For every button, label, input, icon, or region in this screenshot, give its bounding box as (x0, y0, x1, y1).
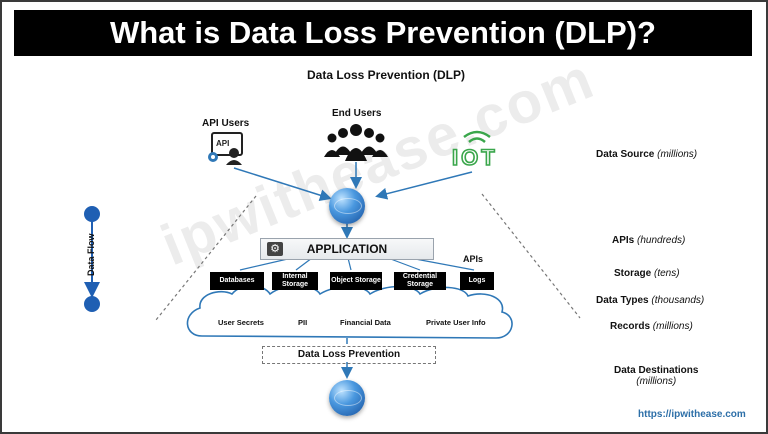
app-link-logs (409, 257, 475, 271)
end-users-icon (324, 124, 388, 161)
data-flow-start-dot (84, 206, 100, 222)
right-label-data-types: Data Types (thousands) (596, 295, 705, 306)
storage-credential: Credential Storage (394, 272, 446, 290)
gear-icon: ⚙ (267, 242, 283, 256)
data-type-user-secrets: User Secrets (218, 318, 264, 327)
storage-internal: Internal Storage (272, 272, 318, 290)
data-flow-label: Data Flow (86, 233, 96, 276)
data-type-pii: PII (298, 318, 308, 327)
data-type-private-info: Private User Info (426, 318, 486, 327)
application-label: APPLICATION (306, 242, 388, 256)
right-label-data-source: Data Source (millions) (596, 149, 698, 160)
right-label-apis: APIs (hundreds) (612, 235, 686, 246)
end-users-label: End Users (332, 108, 382, 119)
data-flow-end-dot (84, 296, 100, 312)
bottom-globe-icon (329, 380, 365, 416)
apis-label: APIs (463, 254, 484, 264)
api-users-label: API Users (202, 118, 250, 129)
right-label-storage: Storage (tens) (614, 268, 680, 279)
arrow-api-to-globe (233, 167, 332, 202)
dlp-box: Data Loss Prevention (262, 346, 436, 364)
data-type-financial: Financial Data (340, 318, 391, 327)
iot-text: IOT (452, 145, 498, 170)
iot-icon: IOT (451, 130, 498, 171)
site-url-link[interactable]: https://ipwithease.com (638, 409, 746, 420)
funnel-right (481, 193, 581, 319)
application-box: ⚙ APPLICATION (260, 238, 434, 260)
app-link-databases (239, 257, 293, 271)
storage-databases: Databases (210, 272, 264, 290)
storage-logs: Logs (460, 272, 494, 290)
data-cloud (186, 284, 513, 339)
diagram-subtitle: Data Loss Prevention (DLP) (306, 68, 466, 82)
right-label-destinations: Data Destinations(millions) (614, 365, 699, 387)
app-link-internal (295, 257, 313, 271)
top-globe-icon (329, 188, 365, 224)
arrow-iot-to-globe (375, 171, 473, 200)
right-label-records: Records (millions) (610, 321, 693, 332)
app-link-object (347, 257, 352, 271)
storage-object: Object Storage (330, 272, 382, 290)
api-badge-text: API (216, 139, 229, 148)
page-title: What is Data Loss Prevention (DLP)? (14, 10, 752, 56)
app-link-credential (387, 257, 421, 271)
funnel-left (155, 195, 257, 321)
api-user-icon: API (208, 132, 243, 165)
